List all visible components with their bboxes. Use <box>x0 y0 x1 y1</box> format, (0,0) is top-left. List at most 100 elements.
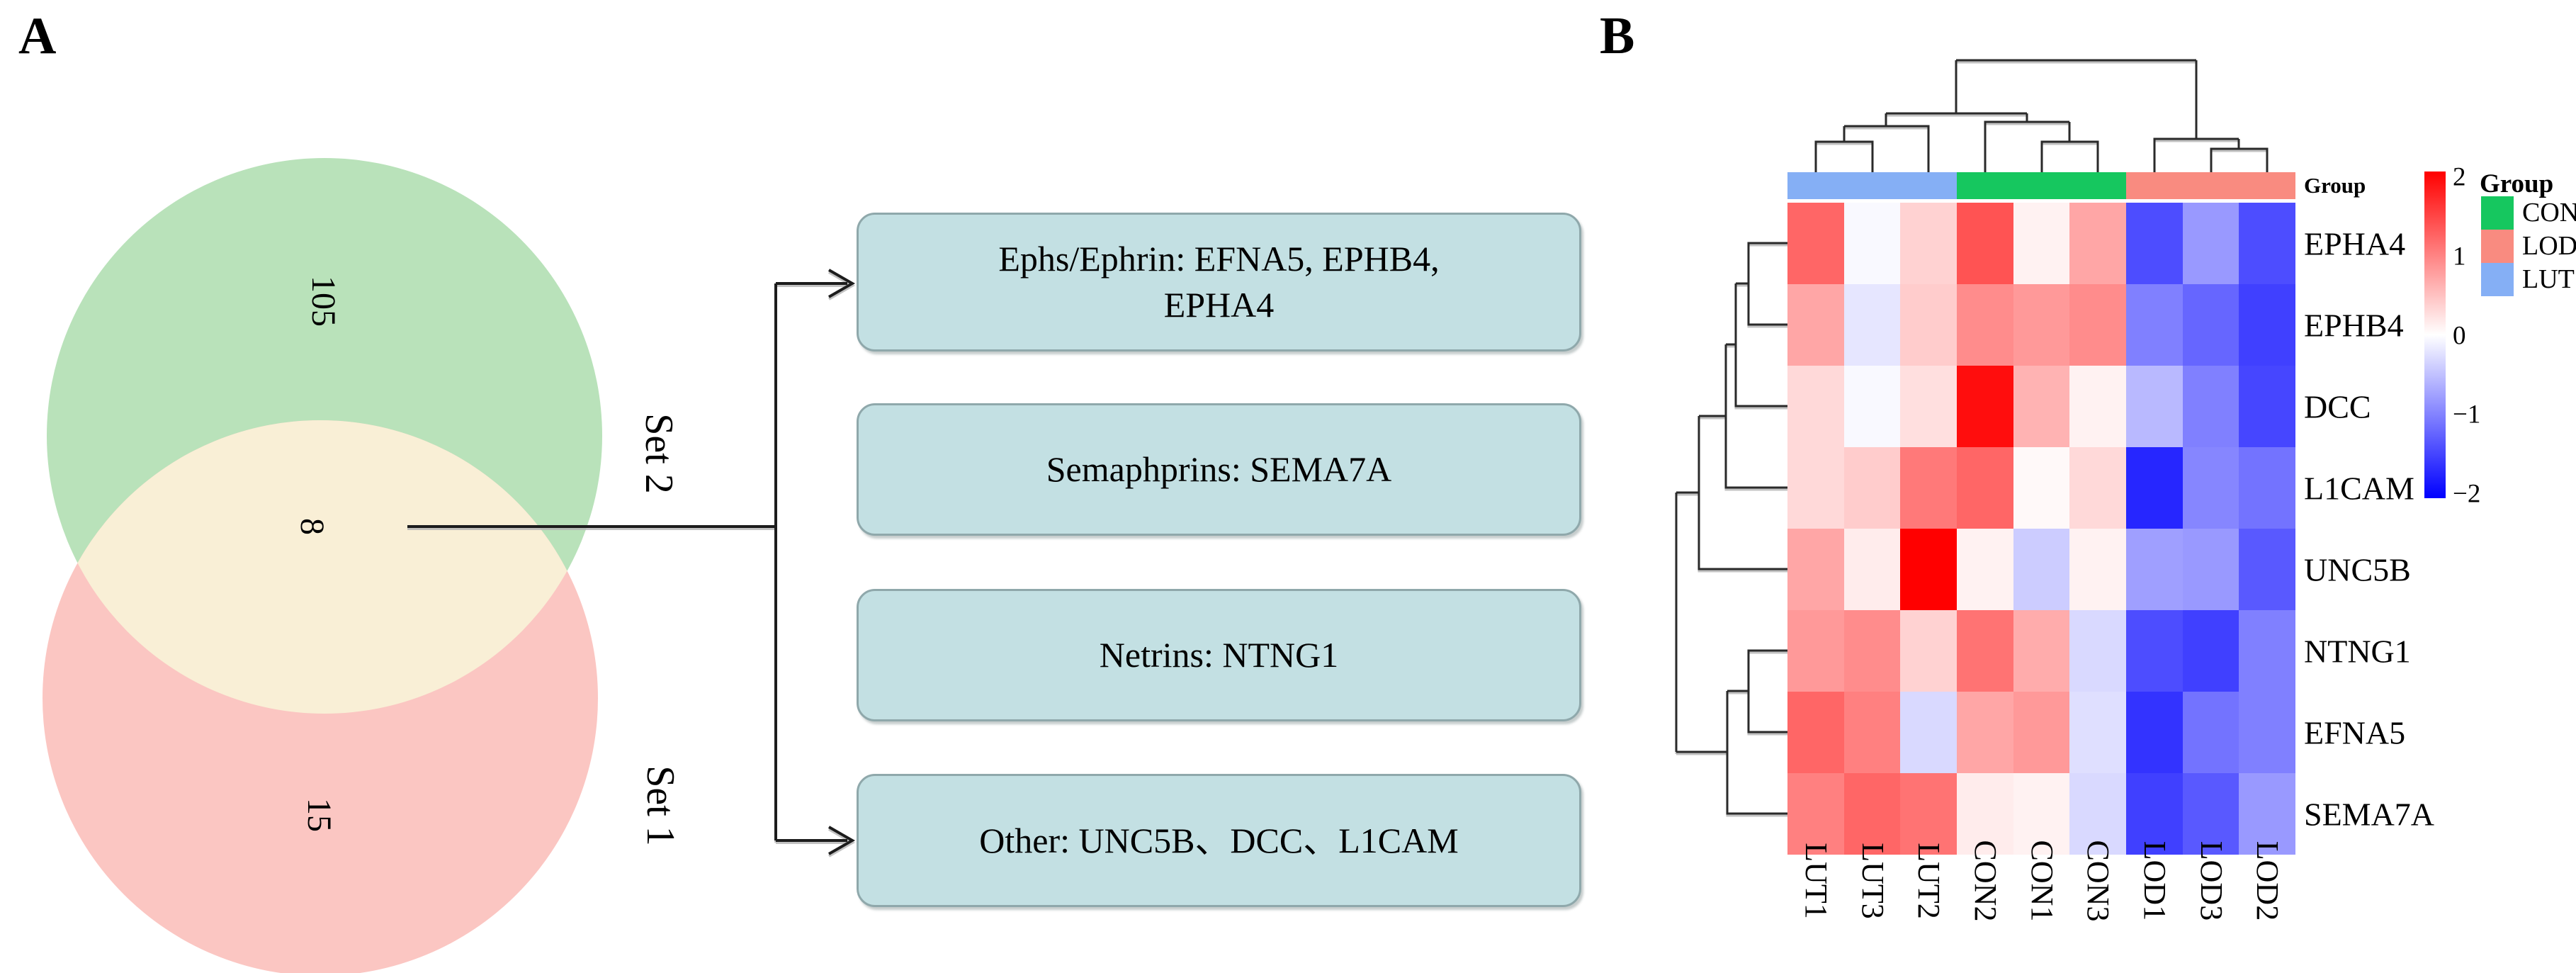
heatmap-cell <box>1787 447 1844 529</box>
heatmap-cell <box>2125 692 2183 773</box>
heatmap-cell <box>1900 529 1957 610</box>
heatmap-cell <box>2013 447 2070 529</box>
colorbar-tick: 0 <box>2453 321 2466 350</box>
heatmap-cell <box>2239 610 2295 692</box>
gene-box-ephs-ephrin-text: Ephs/Ephrin: EFNA5, EPHB4, EPHA4 <box>998 239 1440 325</box>
heatmap-cell <box>2013 610 2070 692</box>
legend-swatch-LOD <box>2481 230 2514 263</box>
heatmap-cell <box>1900 610 1957 692</box>
heatmap-cell <box>2182 203 2239 284</box>
heatmap-cell <box>1900 447 1957 529</box>
group-annotation-bar-label: Group <box>2304 173 2366 198</box>
heatmap-cell <box>1787 692 1844 773</box>
heatmap-cell <box>2125 529 2183 610</box>
heatmap-cell <box>2069 529 2126 610</box>
heatmap-cell <box>2182 284 2239 366</box>
heatmap-cell <box>2125 773 2183 855</box>
heatmap-cell <box>2182 529 2239 610</box>
row-label: L1CAM <box>2304 470 2414 506</box>
arrowhead-top <box>828 269 856 298</box>
legend-label-CON: CON <box>2522 198 2576 227</box>
colorbar-tick: −2 <box>2453 479 2481 509</box>
heatmap-cell <box>2013 692 2070 773</box>
gene-box-netrins: Netrins: NTNG1 <box>857 589 1581 721</box>
heatmap-cell <box>1787 610 1844 692</box>
column-label: LUT1 <box>1798 843 1834 919</box>
row-label: UNC5B <box>2304 551 2411 587</box>
legend-label-LUT: LUT <box>2522 264 2575 294</box>
gene-box-semaphorins-text: Semaphprins: SEMA7A <box>1046 449 1392 489</box>
colorbar <box>2424 171 2446 498</box>
heatmap-cell <box>2013 203 2070 284</box>
column-label: CON1 <box>2024 840 2060 922</box>
legend-swatch-LUT <box>2481 263 2514 296</box>
venn-set2-count: 105 <box>305 276 342 327</box>
heatmap-cell <box>2182 366 2239 447</box>
column-label: CON2 <box>1967 840 2003 922</box>
heatmap-cell <box>1956 773 2013 855</box>
column-label: LUT3 <box>1855 843 1890 919</box>
legend-title: Group <box>2480 169 2554 198</box>
column-label: CON3 <box>2081 840 2116 922</box>
heatmap-cell <box>2069 447 2126 529</box>
heatmap-cell <box>1956 529 2013 610</box>
heatmap-cell <box>1900 284 1957 366</box>
row-label: DCC <box>2304 388 2371 424</box>
legend-swatch-CON <box>2481 196 2514 230</box>
heatmap-cell <box>1956 366 2013 447</box>
heatmap-cell <box>2182 447 2239 529</box>
column-label: LOD3 <box>2193 840 2229 921</box>
heatmap-cell <box>2125 284 2183 366</box>
heatmap-cell <box>2125 447 2183 529</box>
heatmap-cell <box>2069 203 2126 284</box>
heatmap-cell <box>2069 773 2126 855</box>
heatmap-cell <box>2013 773 2070 855</box>
heatmap-cell <box>2239 366 2295 447</box>
gene-box-other: Other: UNC5B、DCC、L1CAM <box>857 774 1581 907</box>
heatmap-cell <box>2239 773 2295 855</box>
heatmap-cell <box>1787 203 1844 284</box>
heatmap-cell <box>1843 447 1901 529</box>
heatmap-cell <box>1843 203 1901 284</box>
panel-b-label: B <box>1600 7 1635 65</box>
heatmap-cell <box>2069 692 2126 773</box>
heatmap-grid <box>1787 203 2295 855</box>
heatmap-cell <box>2069 610 2126 692</box>
colorbar-tick: −1 <box>2453 400 2481 429</box>
row-label: EFNA5 <box>2304 714 2406 750</box>
gene-box-ephs-ephrin: Ephs/Ephrin: EFNA5, EPHB4, EPHA4 <box>857 213 1581 351</box>
heatmap-cell <box>1900 366 1957 447</box>
heatmap-cell <box>1787 366 1844 447</box>
venn-set2-label: Set 2 <box>637 413 681 494</box>
column-dendrogram <box>1814 59 2269 172</box>
row-label: EPHB4 <box>2304 307 2404 343</box>
venn-set1-label: Set 1 <box>638 765 682 846</box>
heatmap-cell <box>2239 692 2295 773</box>
colorbar-tick: 1 <box>2453 242 2466 271</box>
heatmap-cell <box>1956 610 2013 692</box>
heatmap-cell <box>2239 447 2295 529</box>
heatmap-cell <box>2239 203 2295 284</box>
heatmap-cell <box>1956 203 2013 284</box>
column-label: LUT2 <box>1911 843 1947 919</box>
heatmap-cell <box>2125 366 2183 447</box>
heatmap-cell <box>1956 692 2013 773</box>
heatmap-cell <box>2239 529 2295 610</box>
arrowhead-bottom <box>828 826 856 855</box>
annotation-segment-LUT <box>1787 172 1957 199</box>
heatmap-cell <box>1956 447 2013 529</box>
row-dendrogram <box>1675 242 1787 815</box>
legend-label-LOD: LOD <box>2522 231 2576 261</box>
colorbar-tick: 2 <box>2453 162 2466 192</box>
column-label: LOD1 <box>2137 840 2172 921</box>
venn-overlap-lens <box>47 420 598 714</box>
annotation-segment-LOD <box>2126 172 2295 199</box>
group-annotation-bar <box>1787 172 2295 199</box>
heatmap-cell <box>2239 284 2295 366</box>
heatmap-cell <box>1787 773 1844 855</box>
annotation-segment-CON <box>1957 172 2126 199</box>
heatmap-cell <box>2125 203 2183 284</box>
heatmap-cell <box>1787 284 1844 366</box>
